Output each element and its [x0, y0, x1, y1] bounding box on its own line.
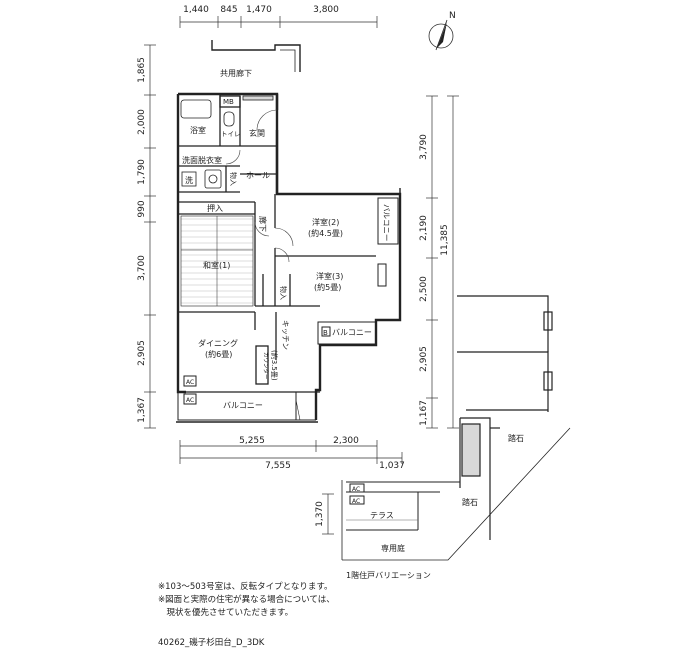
dimension-terrace	[322, 493, 334, 535]
dim-bottom-3: 7,555	[265, 461, 291, 471]
north-arrow-icon	[428, 19, 454, 51]
western3-size-label: (約5畳)	[314, 282, 341, 292]
corridor-label: 廊下	[258, 216, 268, 232]
closet-label: 押入	[207, 203, 223, 213]
common-corridor-wall	[211, 40, 301, 72]
dim-bottom-2: 2,300	[333, 436, 359, 446]
steps-label-1: 踏石	[508, 433, 524, 443]
hall-label: ホール	[246, 171, 270, 180]
steps-label-2: 踏石	[462, 497, 478, 507]
dim-right-3: 2,500	[419, 276, 429, 302]
garden-label: 専用庭	[381, 543, 405, 553]
terrace-outline	[346, 481, 461, 531]
wash-label: 洗面脱衣室	[182, 155, 222, 165]
ac-label-2: AC	[186, 397, 194, 404]
dim-top-2: 845	[220, 5, 237, 15]
ac-label-4: AC	[352, 498, 360, 505]
toilet-label: トイレ	[221, 130, 241, 138]
dim-right-4: 2,905	[419, 346, 429, 372]
dining-label: ダイニング	[198, 338, 238, 348]
storage-b-label: 物入	[279, 286, 288, 300]
b-mark: B	[323, 329, 328, 337]
kitchen-size-label: (約3.5畳)	[270, 350, 279, 381]
garden-boundary	[341, 427, 571, 561]
dim-right-1: 3,790	[419, 134, 429, 160]
dimension-left	[144, 44, 156, 429]
note-line-1: ※103～503号室は、反転タイプとなります。	[158, 582, 333, 592]
dim-bottom-1: 5,255	[239, 436, 265, 446]
ac-label-1: AC	[186, 379, 194, 386]
dim-left-1: 1,865	[137, 57, 147, 83]
dim-right-5: 1,167	[419, 400, 429, 426]
ac-label-3: AC	[352, 486, 360, 493]
note-line-3: 現状を優先させていただきます。	[158, 608, 294, 618]
neighbour-units	[457, 295, 553, 540]
washer-label: 洗	[185, 175, 193, 185]
balcony-mid-outline	[317, 263, 387, 345]
western2-size-label: (約4.5畳)	[308, 228, 343, 238]
note-line-2: ※図面と実際の住宅が異なる場合については、	[158, 595, 335, 605]
dimension-right	[426, 95, 459, 429]
dim-top-3: 1,470	[246, 5, 272, 15]
dim-left-2: 2,000	[137, 109, 147, 135]
balcony-right-label: バルコニー	[382, 204, 391, 241]
dim-left-5: 3,700	[137, 255, 147, 281]
fixtures	[180, 95, 274, 189]
dim-bottom-4: 1,037	[379, 461, 405, 471]
dim-right-2: 2,190	[419, 215, 429, 241]
dim-left-3: 1,790	[137, 159, 147, 185]
balcony-bottom-label: バルコニー	[223, 401, 263, 410]
western3-label: 洋室(3)	[316, 271, 343, 281]
bath-label: 浴室	[190, 125, 206, 135]
balcony-bottom-outline	[176, 375, 318, 423]
notes: ※103～503号室は、反転タイプとなります。 ※図面と実際の住宅が異なる場合に…	[158, 581, 335, 620]
storage-a-label: 物入	[229, 172, 238, 186]
terrace-label: テラス	[370, 511, 394, 520]
variation-label: 1階住戸バリエーション	[346, 570, 431, 580]
plan-code: 40262_磯子杉田台_D_3DK	[158, 638, 265, 648]
mb-label: MB	[223, 98, 234, 106]
dim-right-total: 11,385	[440, 224, 450, 256]
dimension-bottom	[179, 440, 403, 464]
dim-left-6: 2,905	[137, 340, 147, 366]
dim-left-7: 1,367	[137, 397, 147, 423]
dim-top-4: 3,800	[313, 5, 339, 15]
north-label: N	[449, 11, 456, 21]
dim-top-1: 1,440	[183, 5, 209, 15]
kitchen-label: キッチン	[281, 320, 290, 350]
balcony-mid-label: バルコニー	[332, 328, 372, 337]
dim-left-4: 990	[137, 200, 147, 217]
door-swings	[225, 109, 294, 263]
western2-label: 洋室(2)	[312, 217, 339, 227]
balcony-right-outline	[377, 188, 401, 245]
dimension-top	[179, 16, 378, 28]
dim-terrace: 1,370	[315, 501, 325, 527]
washitsu-label: 和室(1)	[203, 260, 230, 270]
counter-label: カウンター	[262, 352, 270, 380]
dining-size-label: (約6畳)	[205, 349, 232, 359]
entrance-label: 玄関	[249, 128, 265, 138]
common-corridor-label: 共用廊下	[220, 68, 252, 78]
